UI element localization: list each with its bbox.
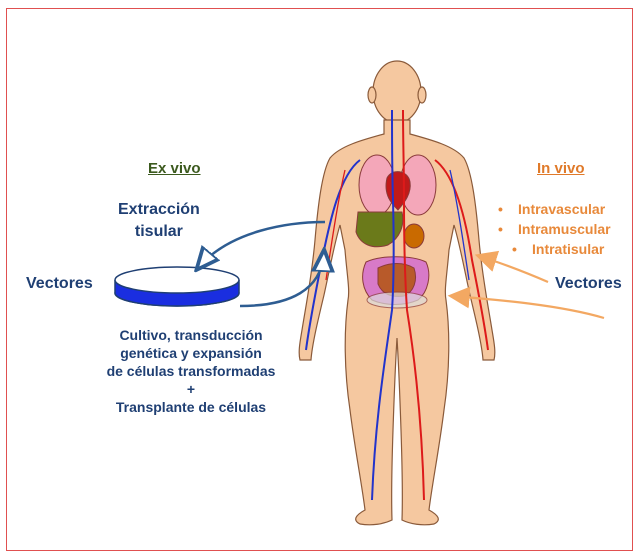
extraction-line-1: Extracción xyxy=(118,199,200,221)
route-item: • Intramuscular xyxy=(498,219,611,239)
in-vivo-routes-list: • Intravascular • Intramuscular • Intrat… xyxy=(498,199,611,259)
description-line-1: Cultivo, transducción xyxy=(56,326,326,344)
route-intravascular: Intravascular xyxy=(518,199,605,219)
petri-dish xyxy=(115,267,239,306)
bullet-icon: • xyxy=(512,239,532,259)
in-vivo-heading: In vivo xyxy=(537,160,585,177)
extraction-arrow xyxy=(198,222,325,268)
ex-vivo-vectors-label: Vectores xyxy=(26,275,93,293)
in-vivo-vectors-label: Vectores xyxy=(555,275,622,293)
ex-vivo-description: Cultivo, transducción genética y expansi… xyxy=(56,326,326,416)
description-line-3: de células transformadas xyxy=(56,362,326,380)
route-item: • Intratisular xyxy=(498,239,611,259)
bullet-icon: • xyxy=(498,199,518,219)
route-item: • Intravascular xyxy=(498,199,611,219)
description-plus: + xyxy=(56,380,326,398)
route-intramuscular: Intramuscular xyxy=(518,219,611,239)
extraction-label: Extracción tisular xyxy=(118,199,200,243)
extraction-line-2: tisular xyxy=(118,221,200,243)
description-line-2: genética y expansión xyxy=(56,344,326,362)
route-intratisular: Intratisular xyxy=(532,239,604,259)
vector-arrow-arm xyxy=(479,256,548,282)
description-line-5: Transplante de células xyxy=(56,398,326,416)
bullet-icon: • xyxy=(498,219,518,239)
ex-vivo-heading: Ex vivo xyxy=(148,160,201,177)
